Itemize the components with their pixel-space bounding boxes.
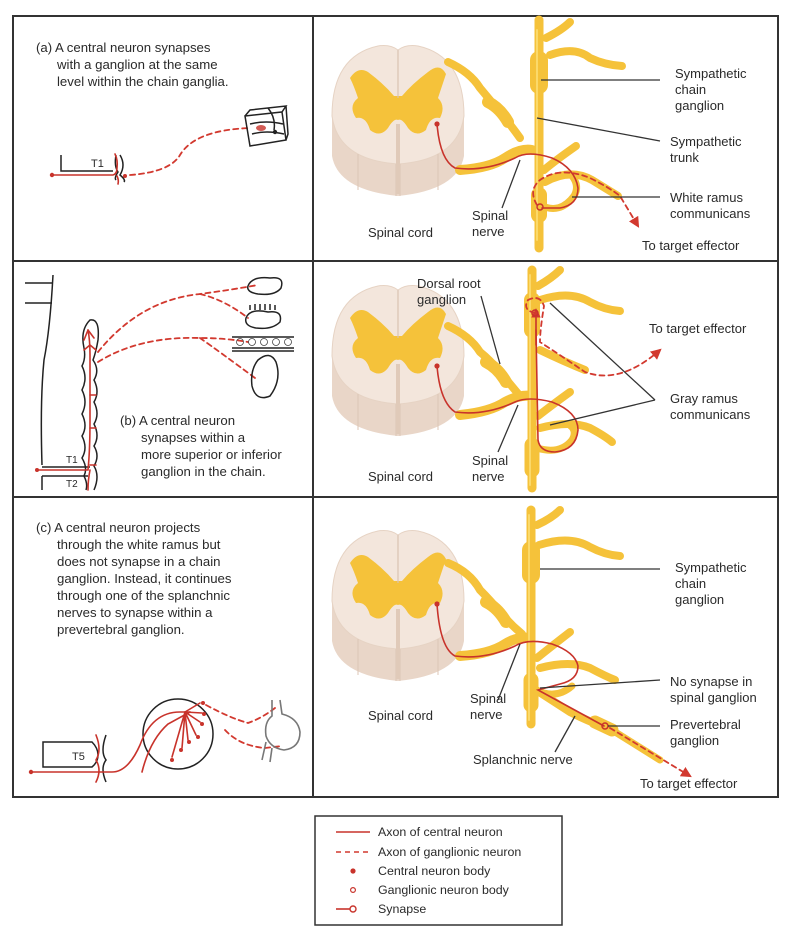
label-spinal-cord: Spinal cord [368, 469, 433, 484]
panel-a-caption: (a) A central neuron synapses with a gan… [36, 40, 229, 89]
panel-b-anatomy: Dorsal root ganglion To target effector … [331, 265, 751, 493]
label-white-ramus: White ramus communicans [670, 190, 751, 221]
segment-label-t1: T1 [66, 455, 78, 466]
label-dorsal-root-ganglion: Dorsal root ganglion [417, 276, 484, 307]
panel-c-anatomy: Sympathetic chain ganglion No synapse in… [331, 505, 757, 791]
synapse-icon [336, 905, 357, 913]
label-spinal-cord: Spinal cord [368, 225, 433, 240]
label-sympathetic-chain-ganglion: Sympathetic chain ganglion [675, 560, 750, 607]
spinal-cord-cross-section [331, 284, 465, 437]
spinal-cord-cross-section [331, 44, 465, 197]
segment-label-t1: T1 [91, 158, 104, 170]
label-no-synapse: No synapse in spinal ganglion [670, 674, 757, 705]
label-to-target-effector: To target effector [642, 238, 740, 253]
segment-label-t5: T5 [72, 751, 85, 763]
stomach-icon [261, 699, 301, 763]
skin-effector-icon [244, 105, 289, 147]
segment-label-t2: T2 [66, 479, 78, 490]
filled-dot-icon [350, 868, 356, 874]
spinal-cord-cross-section [331, 529, 465, 682]
panel-b-caption: (b) A central neuron synapses within a m… [120, 413, 285, 479]
label-spinal-nerve: Spinal nerve [472, 208, 512, 239]
label-spinal-cord: Spinal cord [368, 708, 433, 723]
figure-frame [12, 15, 779, 798]
panel-c-schematic: (c) A central neuron projects through th… [28, 520, 301, 783]
panel-b-schematic: T1 T2 (b) A central neuron synapses with… [25, 274, 294, 491]
central-neuron-body [49, 172, 55, 178]
legend-label: Ganglionic neuron body [378, 883, 510, 897]
label-to-target-effector: To target effector [640, 776, 738, 791]
prevertebral-ganglion-magnified [142, 698, 214, 770]
panel-a-anatomy: Sympathetic chain ganglion Sympathetic t… [331, 15, 751, 253]
target-tissue-icons [232, 276, 294, 399]
legend-label: Synapse [378, 902, 426, 916]
legend: Axon of central neuron Axon of ganglioni… [314, 815, 563, 926]
label-sympathetic-trunk: Sympathetic trunk [670, 134, 745, 165]
label-to-target-effector: To target effector [649, 321, 747, 336]
label-spinal-nerve: Spinal nerve [472, 453, 512, 484]
label-prevertebral-ganglion: Prevertebral ganglion [670, 717, 744, 748]
label-spinal-nerve: Spinal nerve [470, 691, 510, 722]
legend-label: Axon of central neuron [378, 825, 503, 839]
label-gray-ramus: Gray ramus communicans [670, 391, 751, 422]
panel-a-schematic: (a) A central neuron synapses with a gan… [36, 40, 289, 185]
legend-label: Axon of ganglionic neuron [378, 845, 521, 859]
label-splanchnic-nerve: Splanchnic nerve [473, 752, 573, 767]
open-dot-icon [350, 886, 357, 893]
label-sympathetic-chain-ganglion: Sympathetic chain ganglion [675, 66, 750, 113]
legend-label: Central neuron body [378, 864, 491, 878]
panel-c-caption: (c) A central neuron projects through th… [36, 520, 235, 637]
